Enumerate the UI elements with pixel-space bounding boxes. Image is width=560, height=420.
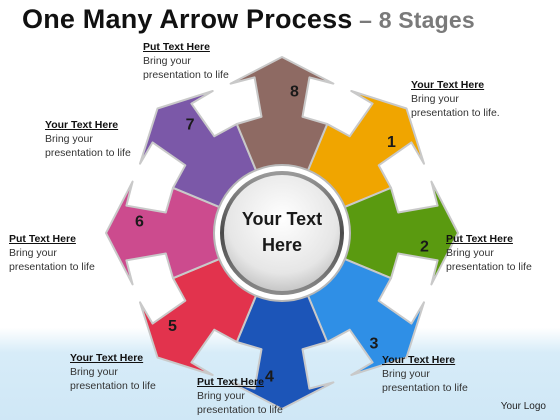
stage-1-label-title: Your Text Here: [411, 79, 485, 91]
title-dash: –: [352, 7, 379, 33]
logo-text: Your Logo: [500, 401, 546, 412]
stage-7-label: Your Text Here Bring your presentation t…: [45, 118, 131, 160]
stage-5-label-line2: presentation to life: [70, 380, 156, 392]
stage-4-label-line1: Bring your: [197, 390, 245, 402]
stage-8-label: Put Text Here Bring your presentation to…: [143, 40, 229, 82]
stage-1-label: Your Text Here Bring your presentation t…: [411, 78, 500, 120]
stage-5-label-line1: Bring your: [70, 366, 118, 378]
stage-3-label-title: Your Text Here: [382, 354, 456, 366]
stage-3-label-line2: presentation to life: [382, 382, 468, 394]
stage-8-label-line2: presentation to life: [143, 69, 229, 81]
stage-5-number: 5: [168, 318, 177, 335]
stage-4-number: 4: [265, 369, 274, 386]
stage-5-label: Your Text Here Bring your presentation t…: [70, 351, 156, 393]
stage-7-number: 7: [186, 117, 195, 134]
stage-6-label-line2: presentation to life: [9, 261, 95, 273]
stage-2-label-line1: Bring your: [446, 247, 494, 259]
stage-4-label-title: Put Text Here: [197, 376, 264, 388]
stage-6-label: Put Text Here Bring your presentation to…: [9, 232, 95, 274]
hub-circle: [220, 171, 344, 295]
stage-8-label-line1: Bring your: [143, 55, 191, 67]
stage-7-label-line1: Bring your: [45, 133, 93, 145]
stage-2-number: 2: [420, 239, 429, 256]
stage-8-number: 8: [290, 84, 299, 101]
stage-4-label-line2: presentation to life: [197, 404, 283, 416]
hub-text-line1: Your Text: [242, 209, 322, 229]
title-sub: 8 Stages: [378, 7, 475, 33]
stage-2-label-line2: presentation to life: [446, 261, 532, 273]
stage-6-number: 6: [135, 214, 144, 231]
stage-7-label-line2: presentation to life: [45, 147, 131, 159]
stage-5-label-title: Your Text Here: [70, 352, 144, 364]
stage-3-number: 3: [369, 336, 378, 353]
stage-3-label: Your Text Here Bring your presentation t…: [382, 353, 468, 395]
stage-6-label-title: Put Text Here: [9, 233, 76, 245]
stage-3-label-line1: Bring your: [382, 368, 430, 380]
stage-2-label-title: Put Text Here: [446, 233, 513, 245]
title-main: One Many Arrow Process: [22, 4, 353, 34]
page-title: One Many Arrow Process – 8 Stages: [22, 4, 475, 35]
stage-1-label-line2: presentation to life.: [411, 107, 500, 119]
stage-8-label-title: Put Text Here: [143, 41, 210, 53]
stage-6-label-line1: Bring your: [9, 247, 57, 259]
stage-4-label: Put Text Here Bring your presentation to…: [197, 375, 283, 417]
stage-2-label: Put Text Here Bring your presentation to…: [446, 232, 532, 274]
hub-text-line2: Here: [262, 235, 302, 255]
stage-7-label-title: Your Text Here: [45, 119, 119, 131]
stage-1-label-line1: Bring your: [411, 93, 459, 105]
stage-1-number: 1: [387, 134, 396, 151]
